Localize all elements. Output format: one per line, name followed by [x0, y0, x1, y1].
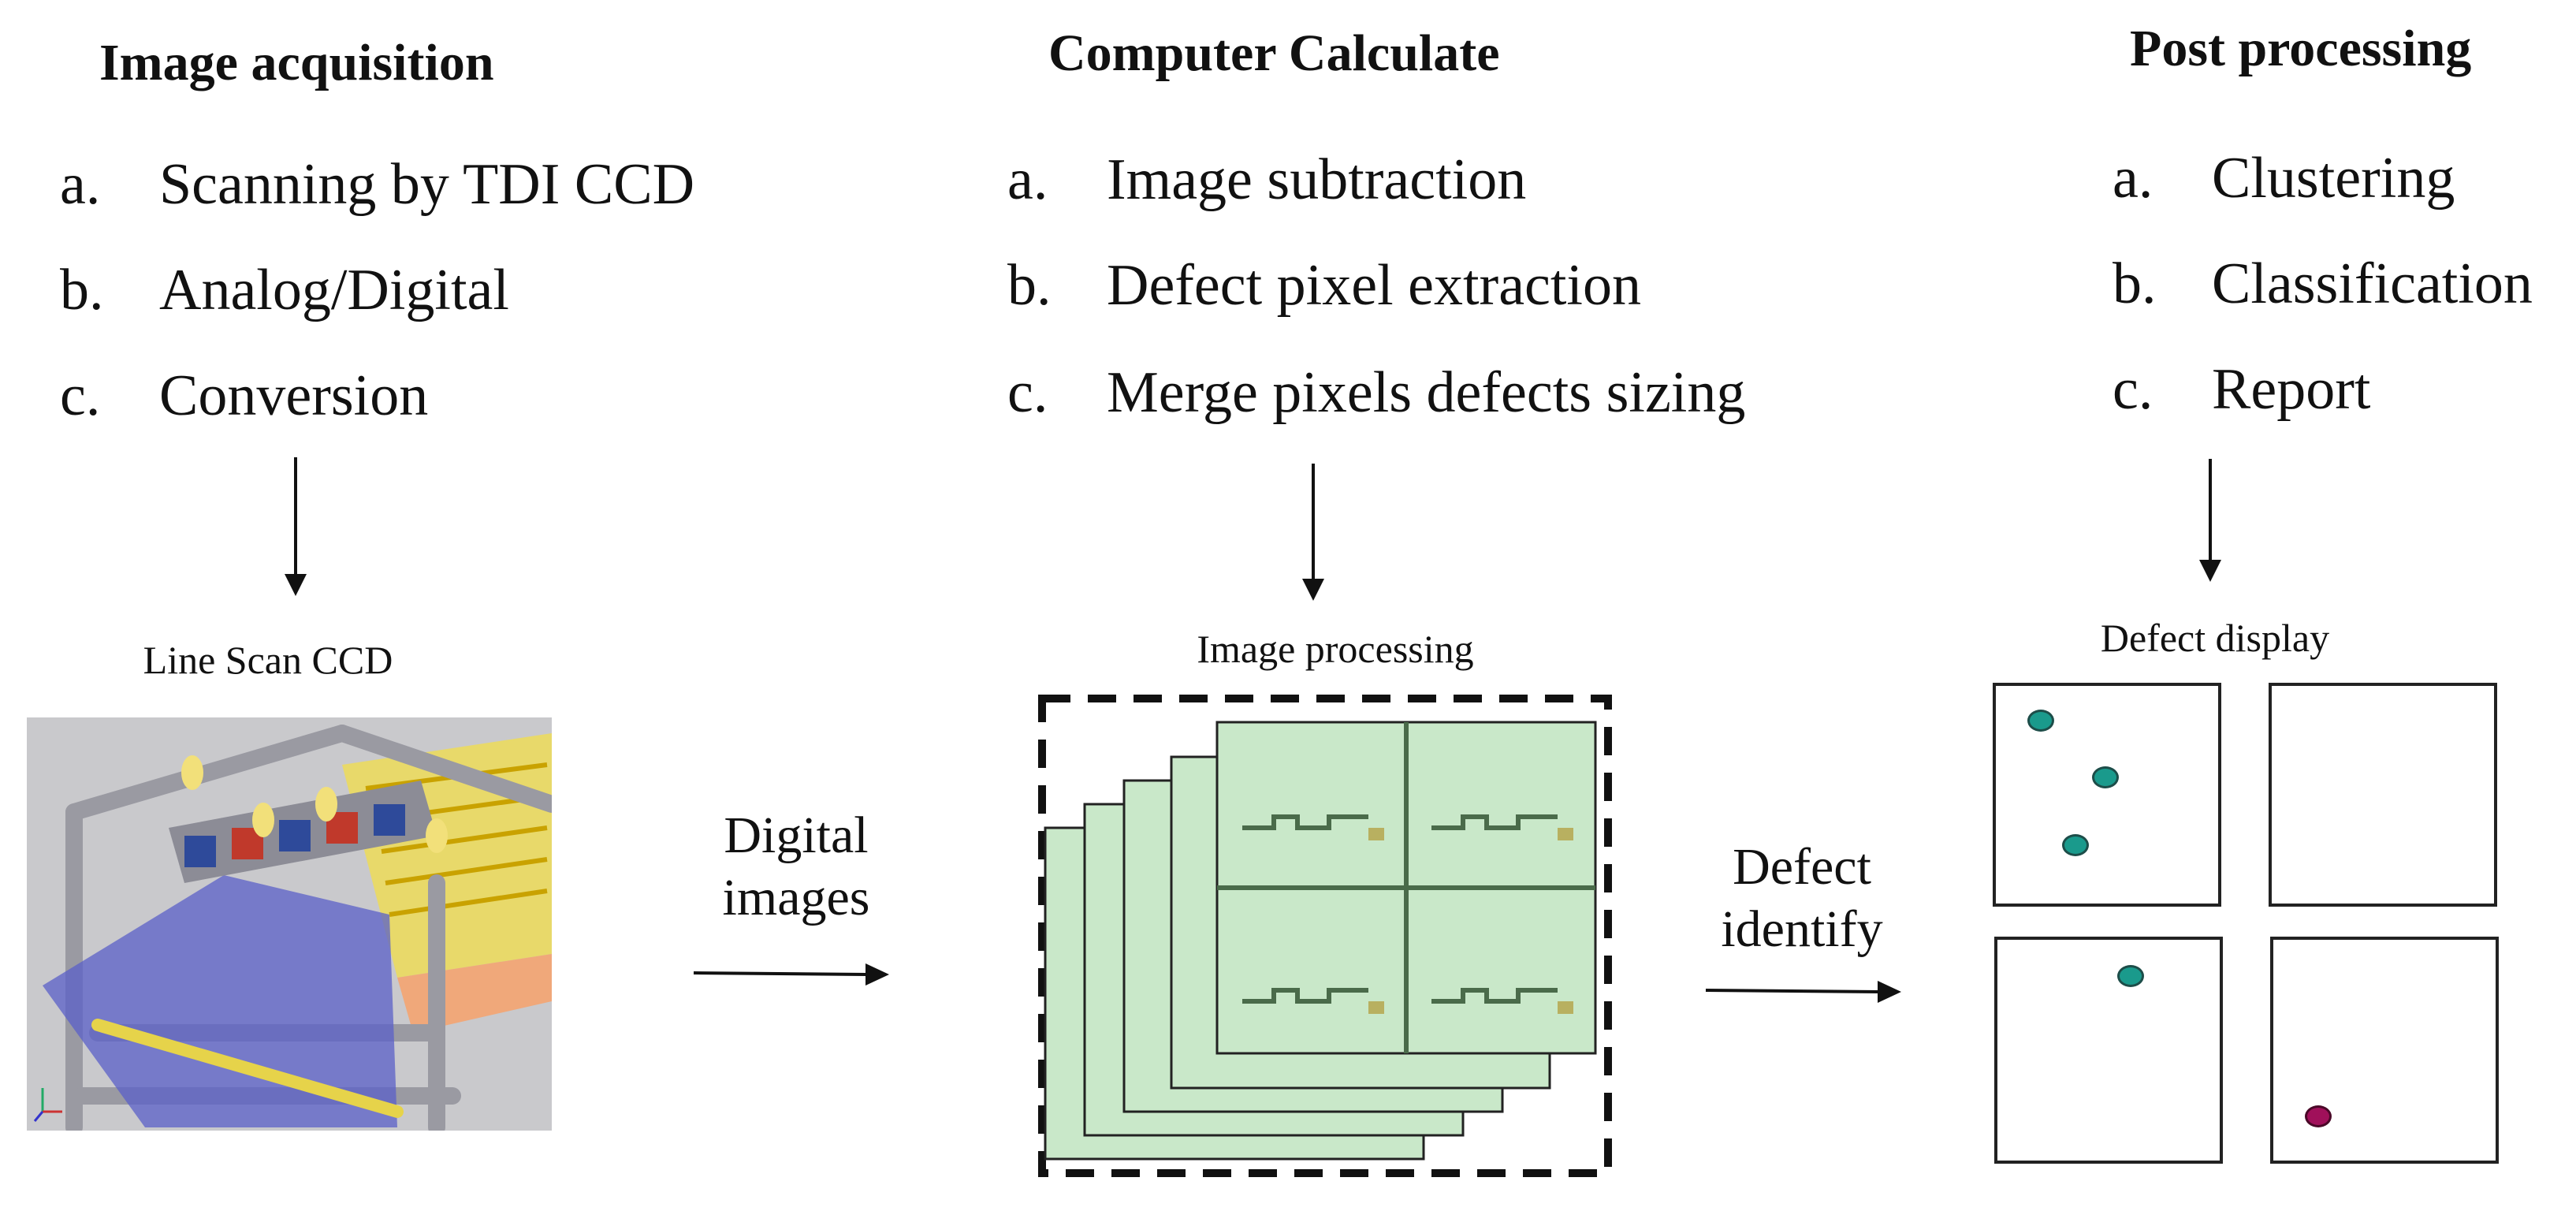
defect-dot	[2092, 766, 2119, 788]
list-letter: a.	[2113, 146, 2153, 211]
defect-box	[1994, 937, 2223, 1164]
list-letter: c.	[2113, 357, 2153, 422]
list-text: Defect pixel extraction	[1107, 253, 1641, 318]
flow-label-digital-images: Digital images	[678, 804, 914, 929]
list-item: a. Clustering	[2113, 145, 2455, 212]
list-letter: c.	[60, 363, 101, 428]
down-arrow-post-processing	[2199, 459, 2221, 582]
list-item: b. Defect pixel extraction	[1007, 252, 1641, 319]
list-text: Report	[2212, 357, 2371, 422]
list-item: a. Image subtraction	[1007, 147, 1526, 214]
defect-dot	[2117, 965, 2144, 987]
down-arrow-calculate	[1302, 464, 1324, 601]
right-arrow-defect-identify	[1705, 981, 1901, 1003]
list-item: c. Report	[2113, 356, 2370, 423]
flow-label-line: Defect	[1733, 838, 1871, 896]
caption-line-scan-ccd: Line Scan CCD	[143, 638, 393, 682]
list-item: b. Analog/Digital	[60, 257, 509, 324]
list-text: Classification	[2212, 252, 2533, 316]
flow-label-defect-identify: Defect identify	[1684, 836, 1920, 960]
list-letter: a.	[1007, 147, 1048, 212]
flow-label-line: identify	[1721, 900, 1883, 959]
list-letter: b.	[60, 258, 104, 322]
column-title-computer-calculate: Computer Calculate	[1048, 24, 1500, 82]
caption-image-processing: Image processing	[1197, 627, 1474, 671]
flow-label-line: Digital	[724, 807, 869, 864]
list-text: Merge pixels defects sizing	[1107, 360, 1746, 425]
line-scan-ccd-illustration	[27, 717, 552, 1131]
list-letter: b.	[2113, 252, 2157, 316]
list-letter: b.	[1007, 253, 1052, 318]
caption-defect-display: Defect display	[2100, 616, 2330, 660]
list-item: c. Conversion	[60, 363, 428, 430]
column-title-image-acquisition: Image acquisition	[99, 34, 494, 91]
flow-label-line: images	[722, 869, 870, 927]
down-arrow-acquisition	[285, 457, 307, 596]
list-text: Scanning by TDI CCD	[159, 152, 695, 217]
list-text: Analog/Digital	[159, 258, 509, 322]
defect-box	[2269, 683, 2497, 907]
image-processing-stack	[1038, 695, 1612, 1177]
list-item: b. Classification	[2113, 251, 2533, 318]
list-text: Image subtraction	[1107, 147, 1527, 212]
right-arrow-digital-images	[693, 963, 889, 986]
defect-dot	[2027, 710, 2054, 732]
column-title-post-processing: Post processing	[2130, 20, 2472, 77]
list-item: c. Merge pixels defects sizing	[1007, 360, 1745, 427]
list-text: Conversion	[159, 363, 429, 428]
defect-box	[2270, 937, 2499, 1164]
list-text: Clustering	[2212, 146, 2455, 211]
defect-dot	[2062, 834, 2089, 856]
list-letter: a.	[60, 152, 101, 217]
defect-box	[1993, 683, 2221, 907]
defect-dot	[2305, 1105, 2332, 1127]
list-item: a. Scanning by TDI CCD	[60, 151, 694, 218]
list-letter: c.	[1007, 360, 1048, 425]
